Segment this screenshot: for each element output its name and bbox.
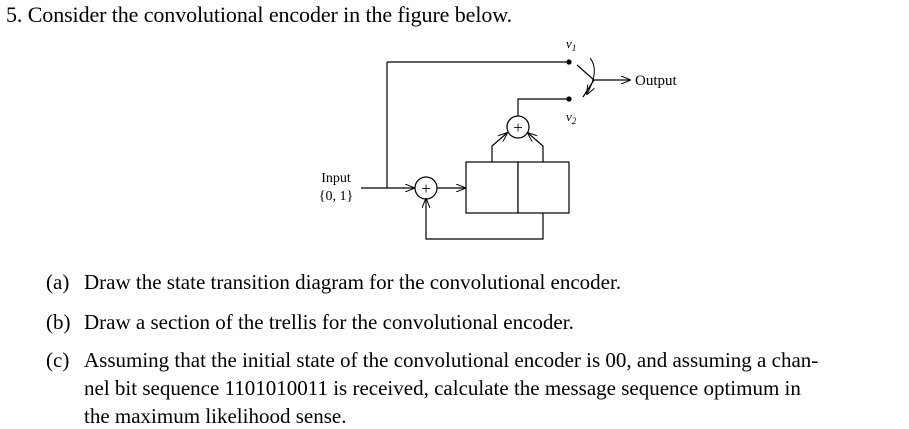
v1-contact xyxy=(566,59,572,65)
input-adder-symbol: + xyxy=(421,179,431,198)
part-a-text: Draw the state transition diagram for th… xyxy=(84,270,622,294)
part-b-text: Draw a section of the trellis for the co… xyxy=(84,310,574,334)
input-set-label: {0, 1} xyxy=(319,189,353,204)
problem-number: 5. xyxy=(6,2,23,27)
part-c-line-1: Assuming that the initial state of the c… xyxy=(84,348,819,372)
output-label: Output xyxy=(635,73,678,89)
part-a-label: (a) xyxy=(46,270,70,294)
shift-register-stage-1 xyxy=(465,161,519,214)
part-c-line-2: nel bit sequence 1101010011 is received,… xyxy=(84,376,801,400)
v2-line xyxy=(517,98,568,116)
part-c-label: (c) xyxy=(46,348,70,372)
v2-contact xyxy=(566,96,572,102)
stage-2-tap-line xyxy=(528,133,544,162)
part-c-line-3: the maximum likelihood sense. xyxy=(84,404,347,428)
part-b-label: (b) xyxy=(46,310,71,334)
output-adder-symbol: + xyxy=(513,118,523,137)
v1-label: v1 xyxy=(566,36,576,53)
feedback-line xyxy=(426,199,544,240)
stage-1-tap-line xyxy=(491,133,507,162)
v2-label: v2 xyxy=(566,109,577,126)
shift-register-stage-2 xyxy=(517,161,570,214)
commutator-switch xyxy=(576,64,595,98)
problem-heading: 5. Consider the convolutional encoder in… xyxy=(6,4,512,26)
input-label: Input xyxy=(321,171,351,186)
commutator-rotation-arrow xyxy=(587,57,594,94)
problem-heading-text: Consider the convolutional encoder in th… xyxy=(27,2,512,27)
